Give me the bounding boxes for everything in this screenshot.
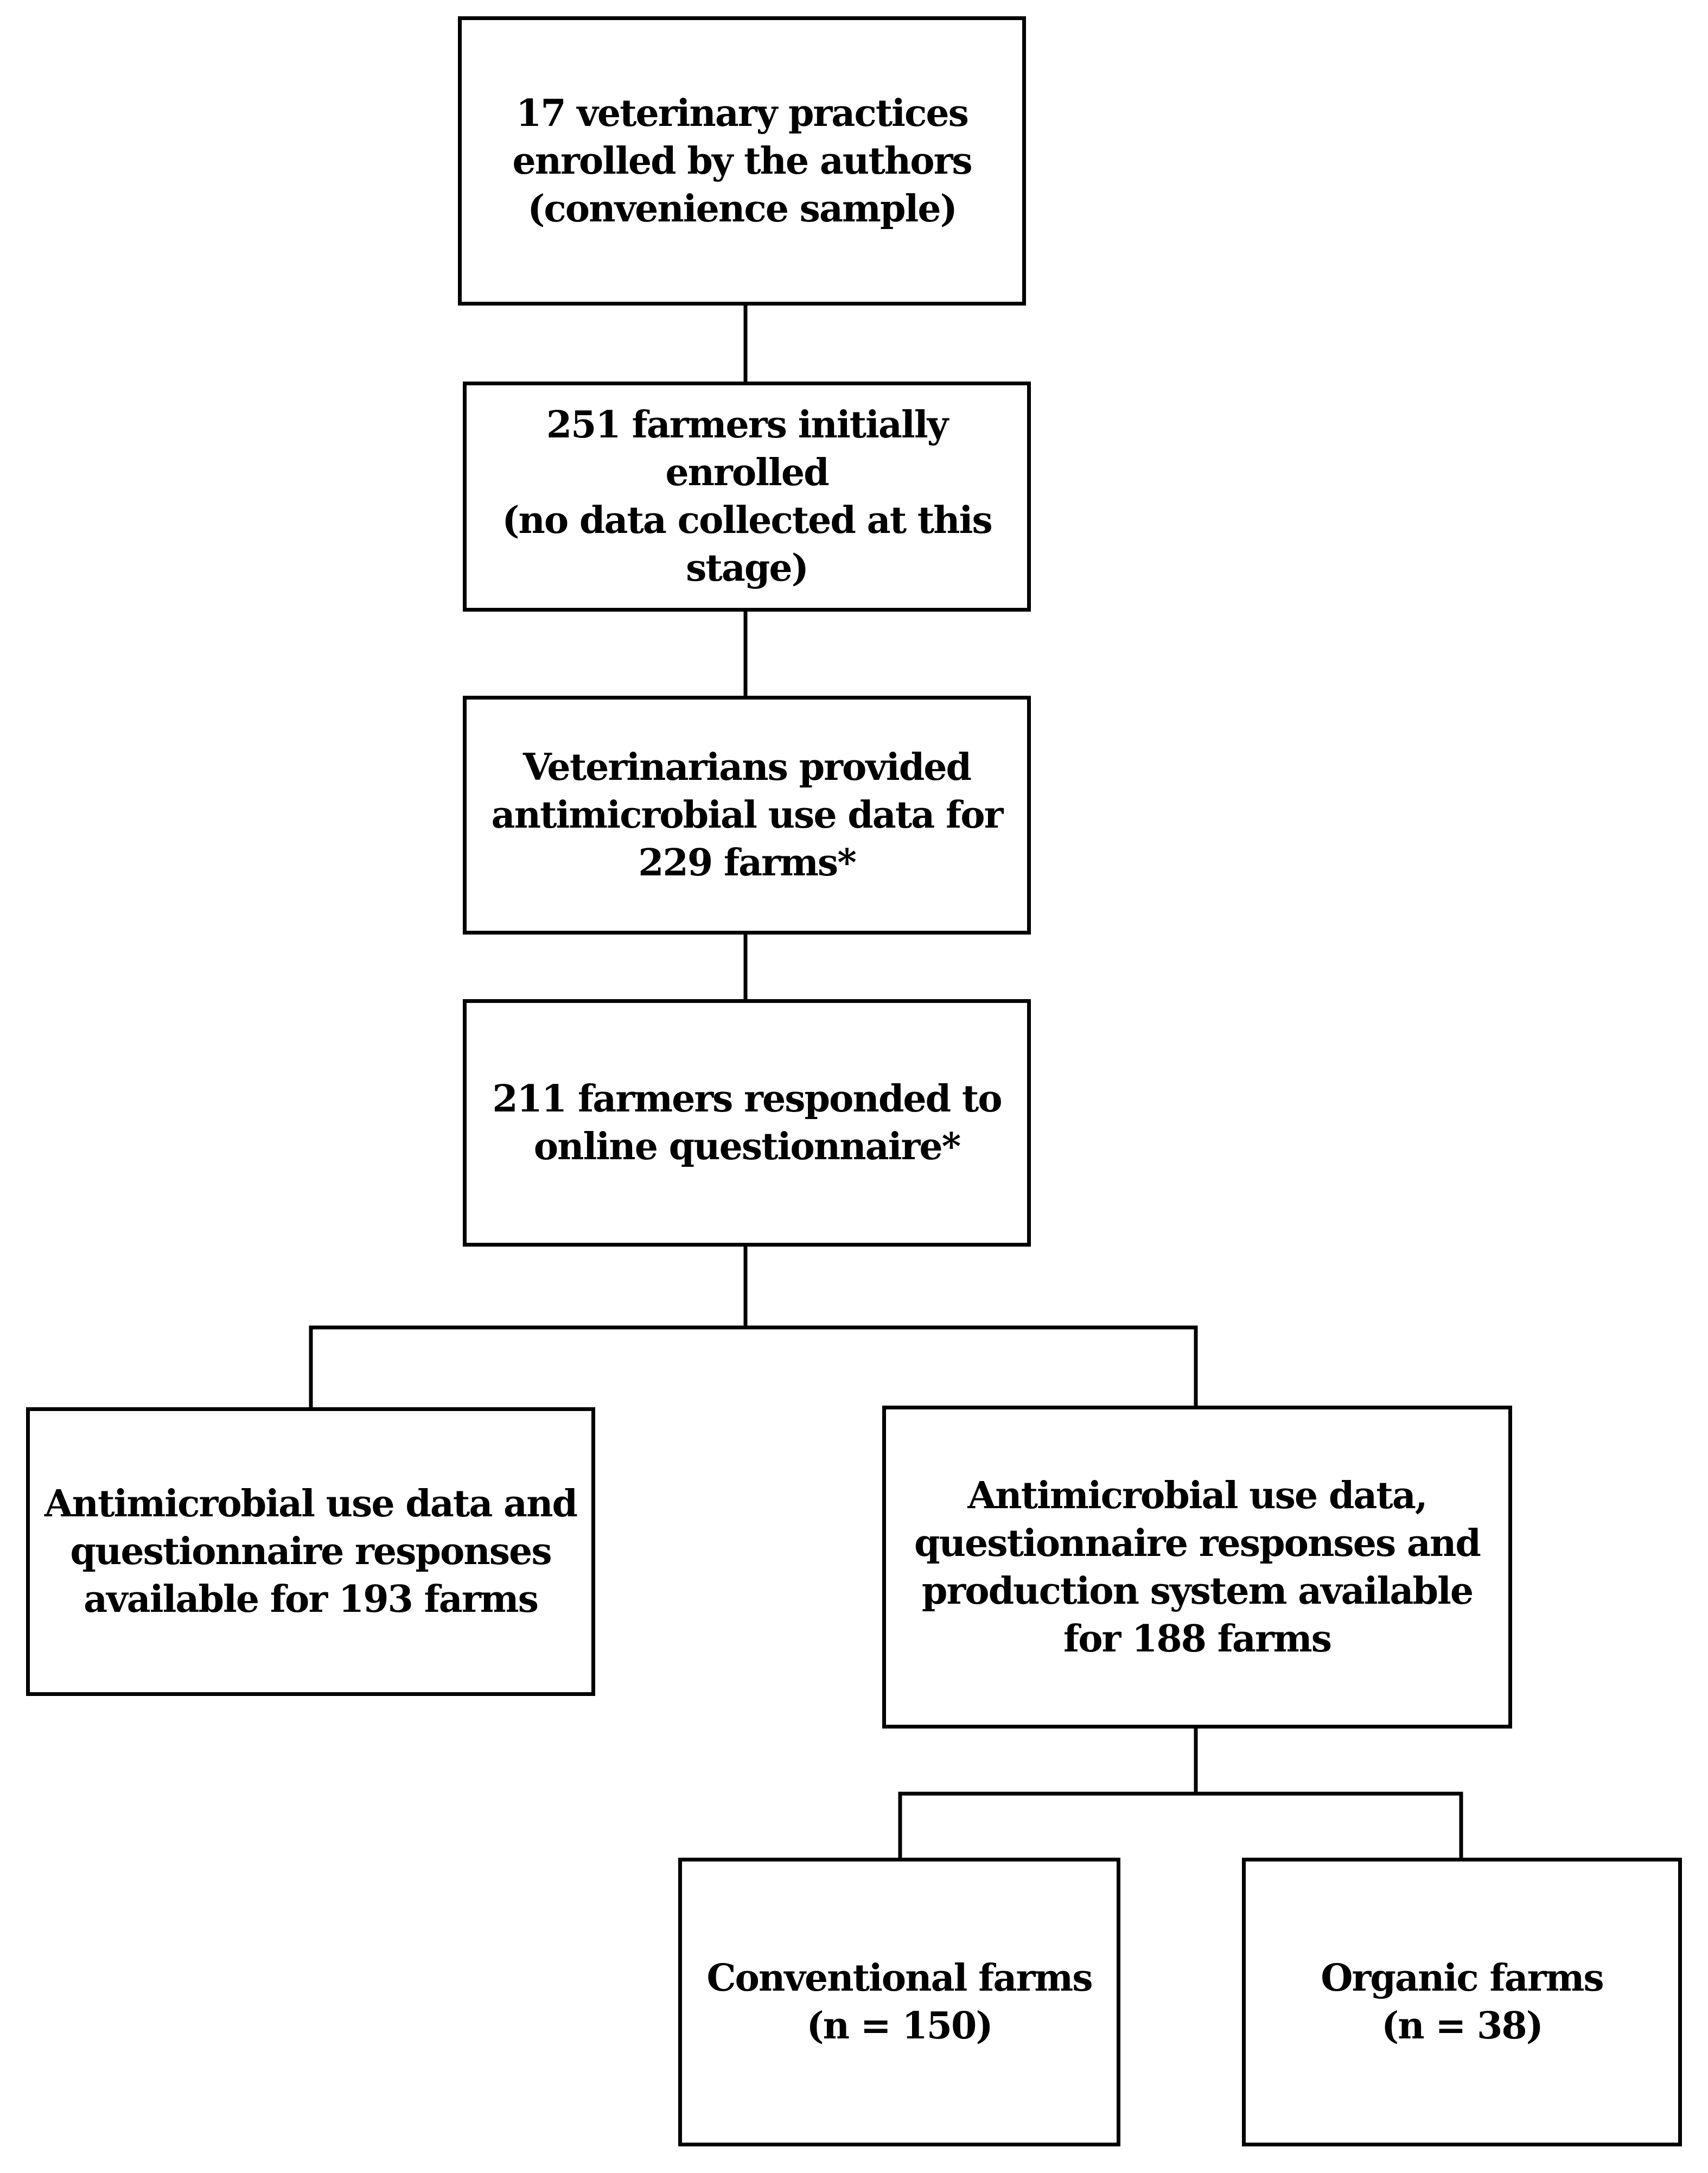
node-veterinarians-data-label: Veterinarians provided antimicrobial use…	[491, 744, 1004, 887]
node-text-line: (n = 38)	[1381, 2004, 1544, 2048]
node-text-line: (n = 150)	[806, 2004, 993, 2048]
node-text-line: 211 farmers responded to	[492, 1077, 1002, 1121]
node-text-line: antimicrobial use data for	[491, 793, 1004, 837]
node-veterinary-practices: 17 veterinary practices enrolled by the …	[458, 16, 1026, 306]
node-available-188-farms: Antimicrobial use data, questionnaire re…	[882, 1406, 1512, 1729]
node-available-193-farms: Antimicrobial use data and questionnaire…	[26, 1407, 595, 1696]
node-text-line: 229 farms*	[638, 841, 857, 885]
node-text-line: 17 veterinary practices	[516, 91, 969, 135]
node-organic-farms: Organic farms (n = 38)	[1242, 1858, 1682, 2146]
node-text-line: available for 193 farms	[84, 1578, 539, 1621]
node-text-line: 251 farmers initially	[546, 403, 948, 447]
node-available-188-farms-label: Antimicrobial use data, questionnaire re…	[914, 1472, 1481, 1663]
node-text-line: stage)	[686, 547, 809, 590]
node-conventional-farms: Conventional farms (n = 150)	[678, 1858, 1120, 2146]
node-text-line: questionnaire responses	[70, 1530, 552, 1573]
node-questionnaire-responses: 211 farmers responded to online question…	[463, 999, 1031, 1247]
node-text-line: (no data collected at this	[502, 499, 992, 542]
node-farmers-enrolled-label: 251 farmers initially enrolled (no data …	[502, 401, 992, 592]
node-text-line: (convenience sample)	[527, 187, 958, 231]
node-organic-farms-label: Organic farms (n = 38)	[1321, 1954, 1604, 2050]
node-text-line: Veterinarians provided	[522, 746, 972, 789]
node-farmers-enrolled: 251 farmers initially enrolled (no data …	[463, 382, 1031, 612]
node-text-line: questionnaire responses and	[914, 1521, 1481, 1565]
node-text-line: Conventional farms	[706, 1956, 1093, 2000]
node-veterinarians-data: Veterinarians provided antimicrobial use…	[463, 696, 1031, 935]
node-veterinary-practices-label: 17 veterinary practices enrolled by the …	[512, 90, 972, 233]
node-text-line: for 188 farms	[1063, 1617, 1332, 1661]
node-conventional-farms-label: Conventional farms (n = 150)	[706, 1954, 1093, 2050]
node-available-193-farms-label: Antimicrobial use data and questionnaire…	[44, 1480, 578, 1623]
node-text-line: Organic farms	[1321, 1956, 1604, 2000]
node-text-line: Antimicrobial use data,	[967, 1473, 1427, 1517]
node-text-line: enrolled	[665, 451, 829, 494]
node-questionnaire-responses-label: 211 farmers responded to online question…	[492, 1075, 1002, 1171]
node-text-line: online questionnaire*	[533, 1125, 961, 1168]
node-text-line: Antimicrobial use data and	[44, 1482, 578, 1526]
node-text-line: enrolled by the authors	[512, 139, 972, 183]
node-text-line: production system available	[921, 1569, 1474, 1613]
